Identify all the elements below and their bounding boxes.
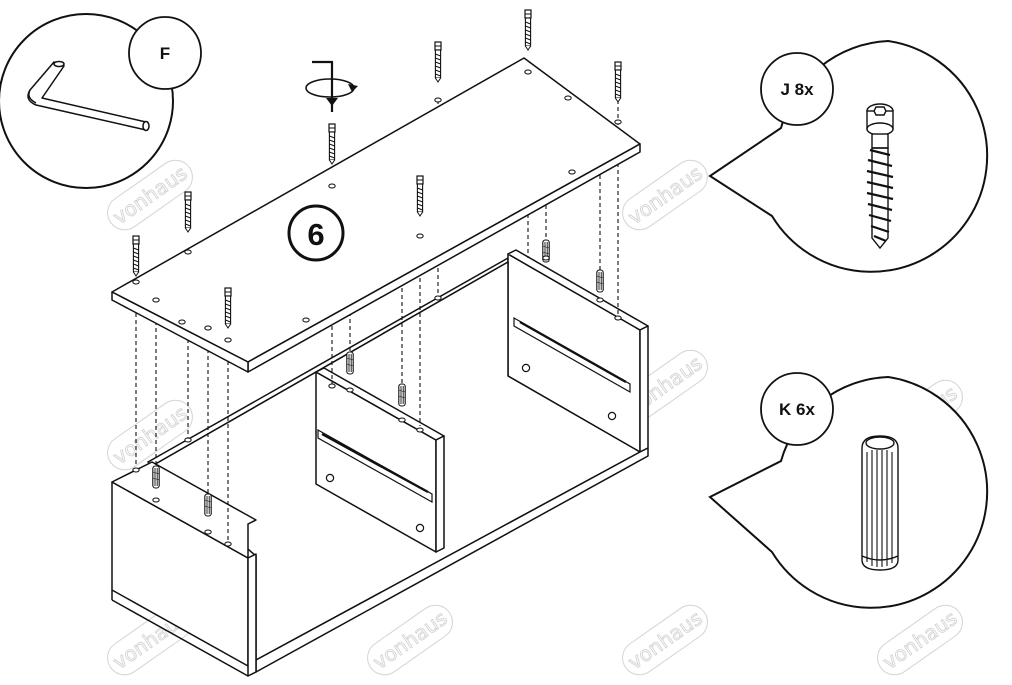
watermark-stamp: vonhaus [622, 159, 708, 231]
right-side-panel-front-edge [639, 325, 649, 453]
cam-bolt-screw-icon [866, 103, 894, 250]
left-side-panel-right-edge [247, 553, 257, 677]
cabinet-body [111, 249, 649, 677]
middle-divider-front-edge [435, 435, 445, 553]
part-label-k: K 6x [779, 400, 815, 419]
drawer-rails [317, 316, 631, 533]
watermark-stamp: vonhaus [367, 604, 453, 676]
allen-key-icon [27, 60, 150, 132]
top-panel-left-edge [111, 291, 249, 373]
part-callout-k: K 6x [708, 372, 989, 609]
part-callout-j: J 8x [708, 39, 989, 273]
top-panel [111, 57, 641, 373]
step-number: 6 [307, 217, 324, 252]
tool-callout-allen-key: F [0, 13, 202, 189]
tool-label-f: F [160, 44, 170, 63]
part-label-j: J 8x [780, 80, 814, 99]
watermark-stamp: vonhaus [622, 604, 708, 676]
watermark-stamp: vonhaus [877, 604, 963, 676]
allen-key-turn-icon [305, 60, 358, 112]
step-number-badge: 6 [287, 204, 345, 262]
wooden-dowel-icon [861, 435, 899, 571]
